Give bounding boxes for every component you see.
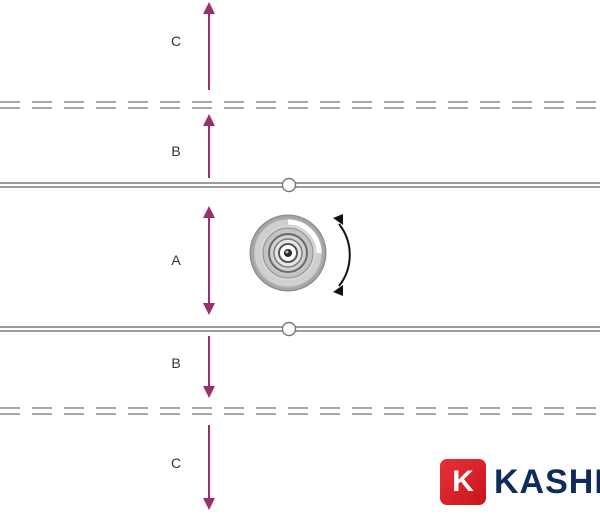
label-bottom-far: C [171, 455, 181, 471]
label-top-near: B [171, 143, 180, 159]
rotate-arrow-icon [333, 214, 351, 296]
kashi-logo-text: KASHI [494, 462, 600, 501]
kashi-logo: K KASHI [440, 459, 600, 505]
kashi-logo-badge: K [440, 459, 486, 505]
arrow-top-far [203, 2, 215, 90]
jog-wheel-icon[interactable] [249, 214, 327, 292]
label-center: A [171, 252, 181, 268]
handle-bottom[interactable] [281, 321, 297, 337]
solid-line-top [0, 182, 600, 188]
arrow-top-near [203, 114, 215, 178]
handle-top[interactable] [281, 177, 297, 193]
arrow-bottom-near [203, 336, 215, 398]
arrow-bottom-far [203, 425, 215, 510]
label-bottom-near: B [171, 355, 180, 371]
dashed-line-bottom [0, 407, 600, 415]
dashed-line-top [0, 101, 600, 109]
arrow-center [203, 206, 215, 315]
solid-line-bottom [0, 326, 600, 332]
label-top-far: C [171, 33, 181, 49]
